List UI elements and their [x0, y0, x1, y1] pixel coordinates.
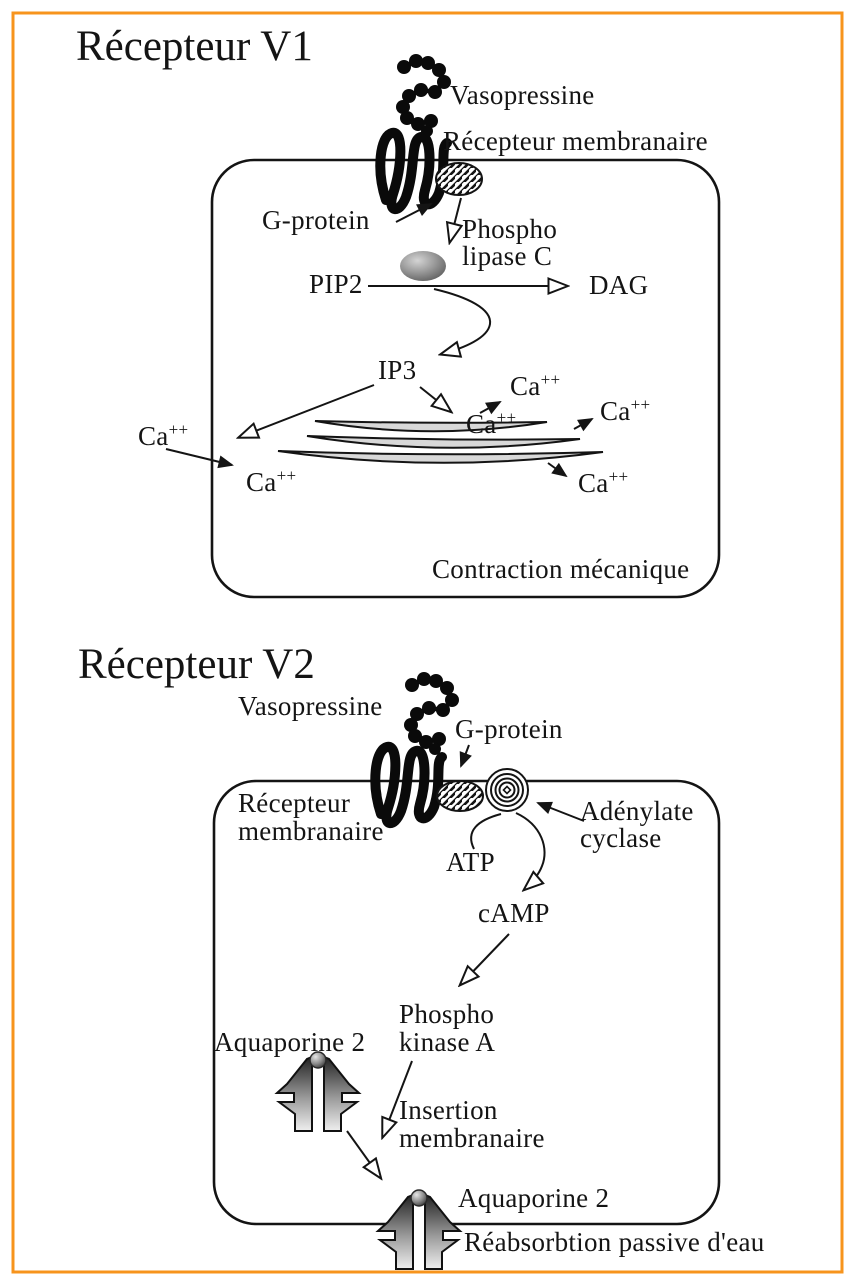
- adenylate-cyclase-icon: [485, 768, 529, 812]
- er-cisternae-icon: [277, 420, 604, 464]
- adenylate-cyclase-arrow: [536, 801, 585, 822]
- er-ca-release-arrow: [573, 418, 594, 432]
- atp-label: ATP: [446, 847, 495, 877]
- v1-title: Récepteur V1: [76, 23, 313, 70]
- membrane-receptor-label-line2: membranaire: [238, 816, 384, 846]
- phospholipase-c-label-line2: lipase C: [462, 241, 552, 271]
- atp-to-cyclase-curve: [470, 813, 502, 850]
- v2-title: Récepteur V2: [78, 641, 315, 688]
- er-ca-release-arrow: [479, 401, 502, 415]
- ip3-to-er-arrow: [419, 386, 450, 411]
- v1-cell-membrane: [210, 158, 721, 599]
- aquaporin-channel-icon: [276, 1051, 360, 1132]
- water-pore-ball-icon: [309, 1051, 327, 1069]
- vasopressine-molecule-icon: [404, 672, 459, 755]
- vasopressine-molecule-icon: [396, 54, 451, 137]
- g-protein-label: G-protein: [455, 714, 563, 744]
- ca-ion-label: Ca++: [466, 408, 516, 439]
- membrane-receptor-label-line1: Récepteur: [238, 788, 350, 818]
- pka-label-line1: Phospho: [399, 999, 494, 1029]
- g-protein-label: G-protein: [262, 205, 370, 235]
- g-protein-icon: [435, 162, 483, 196]
- insertion-label-line2: membranaire: [399, 1123, 545, 1153]
- camp-to-pka-arrow: [461, 933, 510, 984]
- membrane-receptor-icon: [375, 747, 442, 823]
- g-protein-arrow: [459, 744, 472, 768]
- pip2-label: PIP2: [309, 269, 363, 299]
- er-ca-release-arrow: [547, 462, 568, 478]
- ip3-label: IP3: [378, 355, 416, 385]
- membrane-receptor-icon: [380, 133, 447, 209]
- phospholipase-c-label-line1: Phospho: [462, 214, 557, 244]
- pka-label-line2: kinase A: [399, 1027, 495, 1057]
- contraction-label: Contraction mécanique: [432, 554, 689, 584]
- reabsorbtion-label: Réabsorbtion passive d'eau: [464, 1227, 765, 1257]
- adenylate-cyclase-label-line1: Adénylate: [580, 796, 694, 826]
- insertion-label-line1: Insertion: [399, 1095, 498, 1125]
- ca-ion-label: Ca++: [578, 467, 628, 498]
- ca-ion-label: Ca++: [246, 466, 296, 497]
- ca-ion-label: Ca++: [510, 370, 560, 401]
- dag-label: DAG: [589, 270, 648, 300]
- receptor-to-plc-arrow: [450, 197, 461, 241]
- g-protein-icon: [436, 780, 484, 812]
- adenylate-cyclase-label-line2: cyclase: [580, 823, 662, 853]
- ca-ion-label: Ca++: [600, 395, 650, 426]
- v1-section: Récepteur V1 Vasopressine Récepteur memb…: [76, 23, 721, 599]
- vasopressine-label: Vasopressine: [450, 80, 595, 110]
- membrane-receptor-label: Récepteur membranaire: [443, 126, 708, 156]
- pka-to-insertion-arrow: [383, 1060, 413, 1136]
- v2-section: Récepteur V2 Vasopressine G-protein Réce…: [78, 641, 765, 1270]
- g-protein-arrow: [395, 203, 433, 223]
- aquaporine2-label: Aquaporine 2: [214, 1027, 365, 1057]
- camp-label: cAMP: [478, 898, 550, 928]
- aquaporin-channel-icon: [377, 1189, 461, 1270]
- phospholipase-c-icon: [400, 251, 446, 281]
- cyclase-to-camp-arrow: [515, 812, 546, 889]
- vasopressine-label: Vasopressine: [238, 691, 383, 721]
- aquaporine2-bottom-label: Aquaporine 2: [458, 1183, 609, 1213]
- plc-to-ip3-arrow: [433, 288, 492, 354]
- ip3-to-membrane-arrow: [240, 384, 375, 437]
- water-pore-ball-icon: [410, 1189, 428, 1207]
- frame-border: [11, 11, 844, 1274]
- aquaporin-insertion-arrow: [346, 1130, 380, 1177]
- ca-influx-arrow: [165, 448, 234, 469]
- ca-ion-label: Ca++: [138, 420, 188, 451]
